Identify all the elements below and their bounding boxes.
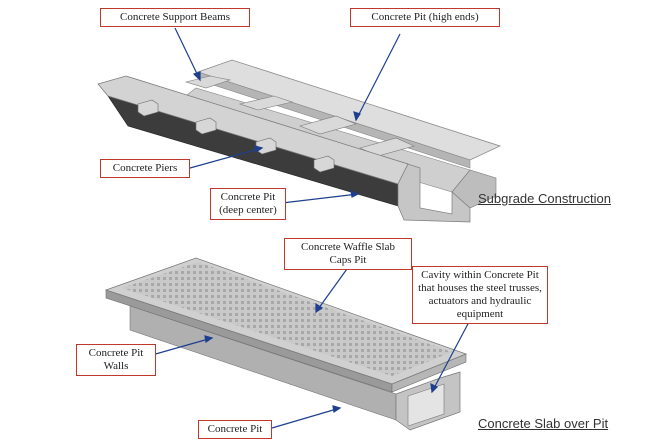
leader-pit-deep (281, 193, 359, 204)
callout-pit-high-ends: Concrete Pit (high ends) (350, 8, 500, 27)
arrowhead (353, 111, 361, 122)
leader-waffle (315, 261, 353, 313)
leader-pit-high-ends (355, 33, 401, 121)
arrowhead (254, 145, 264, 154)
callout-cavity-line3: actuators and hydraulic (428, 295, 532, 307)
callout-support-beams-text: Concrete Support Beams (120, 11, 230, 23)
support-beam-2 (238, 95, 294, 111)
pier (195, 117, 217, 135)
callout-waffle-slab: Concrete Waffle Slab Caps Pit (284, 238, 412, 270)
callout-pit-walls-line2: Walls (103, 360, 129, 372)
arrowhead (192, 71, 201, 82)
leader-pit-walls (151, 337, 213, 356)
waffle-band (122, 262, 452, 376)
arrowhead (204, 335, 214, 344)
pier (313, 155, 335, 173)
callout-waffle-line1: Concrete Waffle Slab (300, 241, 395, 253)
leader-pit (271, 407, 341, 429)
callout-piers-text: Concrete Piers (112, 162, 178, 174)
callout-cavity-line2: that houses the steel trusses, (418, 282, 542, 294)
callout-waffle-line2: Caps Pit (329, 254, 367, 266)
arrowhead (350, 190, 360, 198)
slab-model (104, 257, 468, 431)
callout-pit-walls-line1: Concrete Pit (88, 347, 144, 359)
callout-pit: Concrete Pit (198, 420, 272, 439)
pit-end-u (397, 163, 471, 223)
callout-pit-deep-line2: (deep center) (219, 204, 277, 216)
arrowhead (332, 405, 342, 414)
concrete-piers (137, 99, 335, 173)
top-leaders (174, 27, 401, 204)
callout-piers: Concrete Piers (100, 159, 190, 178)
support-beam-1 (184, 75, 232, 89)
leader-piers (189, 147, 263, 169)
callout-pit-text: Concrete Pit (207, 423, 263, 435)
pier (137, 99, 159, 117)
callout-pit-high-ends-text: Concrete Pit (high ends) (371, 11, 479, 23)
callout-pit-walls: Concrete Pit Walls (76, 344, 156, 376)
support-beam-3 (299, 115, 357, 135)
callout-cavity-line4: equipment (456, 308, 504, 320)
section-title-slab: Concrete Slab over Pit (478, 416, 609, 431)
subgrade-model (97, 59, 502, 223)
callout-support-beams: Concrete Support Beams (100, 8, 250, 27)
callout-cavity: Cavity within Concrete Pit that houses t… (412, 266, 548, 324)
section-title-subgrade: Subgrade Construction (478, 191, 611, 206)
callout-pit-deep-line1: Concrete Pit (220, 191, 276, 203)
callout-cavity-line1: Cavity within Concrete Pit (421, 269, 539, 281)
callout-pit-deep: Concrete Pit (deep center) (210, 188, 286, 220)
leader-support-beams (174, 27, 201, 81)
arrowhead (430, 382, 439, 394)
bottom-leaders (151, 261, 471, 429)
leader-cavity (431, 319, 471, 393)
arrowhead (315, 302, 324, 314)
